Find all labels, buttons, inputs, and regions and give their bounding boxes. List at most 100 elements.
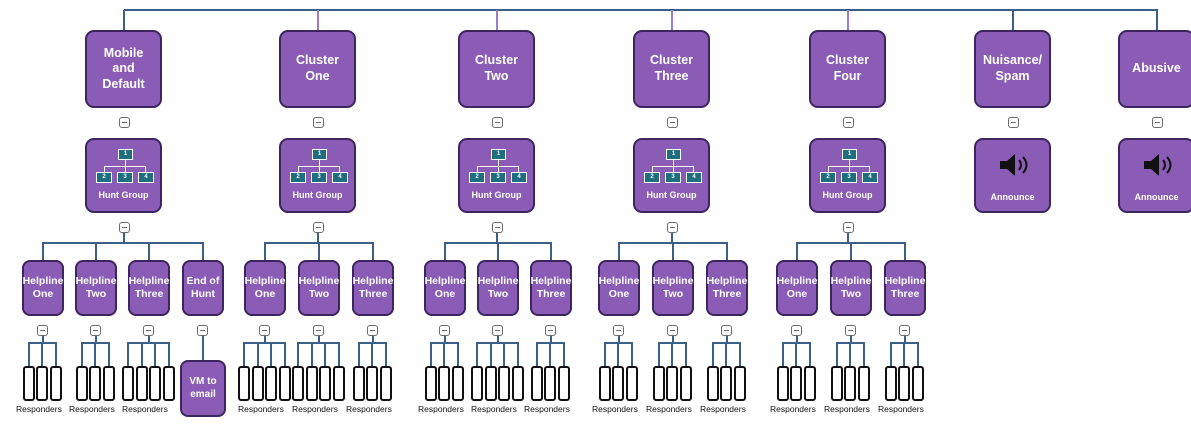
collapse-icon[interactable]: [143, 325, 154, 336]
helpline-node[interactable]: Helpline Two: [477, 260, 519, 316]
phone-icon: [511, 366, 524, 401]
connector-line: [123, 233, 125, 243]
collapse-icon[interactable]: [899, 325, 910, 336]
helpline-node[interactable]: Helpline Three: [706, 260, 748, 316]
phone-icon: [238, 366, 250, 401]
helpline-node[interactable]: Helpline Two: [298, 260, 340, 316]
collapse-icon[interactable]: [1008, 117, 1019, 128]
collapse-icon[interactable]: [119, 222, 130, 233]
group-node-5[interactable]: Cluster Four: [809, 30, 886, 108]
connector-line: [94, 342, 97, 367]
collapse-icon[interactable]: [492, 222, 503, 233]
group-node-6[interactable]: Nuisance/ Spam: [974, 30, 1051, 108]
hunt-group-label: Hunt Group: [292, 189, 343, 200]
phone-icon: [830, 366, 843, 401]
collapse-icon[interactable]: [367, 325, 378, 336]
phone-icon: [305, 366, 318, 401]
collapse-icon[interactable]: [845, 325, 856, 336]
helpline-node[interactable]: Helpline One: [424, 260, 466, 316]
collapse-icon[interactable]: [843, 222, 854, 233]
collapse-icon[interactable]: [667, 222, 678, 233]
collapse-icon[interactable]: [613, 325, 624, 336]
vm-to-email-node[interactable]: VM to email: [180, 360, 226, 417]
connector-line: [42, 336, 44, 343]
connector-line: [264, 242, 266, 260]
collapse-icon[interactable]: [721, 325, 732, 336]
announce-node[interactable]: Announce: [1118, 138, 1191, 213]
hunt-link-line: [672, 160, 674, 166]
group-node-7[interactable]: Abusive: [1118, 30, 1191, 108]
collapse-icon[interactable]: [37, 325, 48, 336]
group-node-1[interactable]: Mobile and Default: [85, 30, 162, 108]
helpline-node[interactable]: Helpline Two: [652, 260, 694, 316]
phone-icon: [720, 366, 733, 401]
connector-line: [270, 342, 272, 367]
collapse-icon[interactable]: [667, 325, 678, 336]
connector-line: [54, 342, 57, 367]
connector-line: [127, 342, 129, 367]
collapse-icon[interactable]: [1152, 117, 1163, 128]
group-node-2[interactable]: Cluster One: [279, 30, 356, 108]
helpline-node[interactable]: Helpline One: [244, 260, 286, 316]
phone-icon: [471, 366, 483, 401]
collapse-icon[interactable]: [791, 325, 802, 336]
connector-line: [95, 336, 97, 343]
connector-line: [371, 342, 374, 367]
group-node-4[interactable]: Cluster Three: [633, 30, 710, 108]
collapse-icon[interactable]: [492, 325, 503, 336]
responders-label: Responders: [770, 404, 816, 414]
helpline-node[interactable]: Helpline One: [776, 260, 818, 316]
hunt-link-line: [497, 160, 499, 166]
collapse-icon[interactable]: [313, 117, 324, 128]
connector-line: [904, 242, 906, 260]
phone-icon: [424, 366, 437, 401]
collapse-icon[interactable]: [667, 117, 678, 128]
phone-icon: [844, 366, 857, 401]
collapse-icon[interactable]: [545, 325, 556, 336]
helpline-node[interactable]: Helpline Three: [352, 260, 394, 316]
collapse-icon[interactable]: [259, 325, 270, 336]
connector-line: [243, 342, 245, 367]
connector-line: [1156, 10, 1158, 30]
speaker-icon: [1000, 154, 1028, 176]
collapse-icon[interactable]: [90, 325, 101, 336]
collapse-icon[interactable]: [197, 325, 208, 336]
helpline-node[interactable]: Helpline Two: [75, 260, 117, 316]
collapse-icon[interactable]: [313, 222, 324, 233]
connector-line: [711, 342, 714, 367]
responders-label: Responders: [524, 404, 570, 414]
phone-icon: [911, 366, 924, 401]
collapse-icon[interactable]: [439, 325, 450, 336]
group-node-3[interactable]: Cluster Two: [458, 30, 535, 108]
connector-line: [849, 342, 852, 367]
collapse-icon[interactable]: [843, 117, 854, 128]
connector-line: [603, 342, 606, 367]
helpline-node[interactable]: Helpline Three: [128, 260, 170, 316]
helpline-node[interactable]: Helpline One: [598, 260, 640, 316]
connector-line: [80, 342, 83, 367]
helpline-node[interactable]: Helpline One: [22, 260, 64, 316]
connector-line: [297, 342, 299, 367]
connector-line: [154, 342, 156, 367]
announce-node[interactable]: Announce: [974, 138, 1051, 213]
connector-line: [657, 342, 660, 367]
responders-label: Responders: [69, 404, 115, 414]
hunt-link-line: [298, 166, 299, 172]
helpline-node[interactable]: Helpline Two: [830, 260, 872, 316]
helpline-node[interactable]: End of Hunt: [182, 260, 224, 316]
collapse-icon[interactable]: [119, 117, 130, 128]
helpline-node[interactable]: Helpline Three: [884, 260, 926, 316]
collapse-icon[interactable]: [492, 117, 503, 128]
collapse-icon[interactable]: [313, 325, 324, 336]
connector-line: [835, 342, 838, 367]
helpline-node[interactable]: Helpline Three: [530, 260, 572, 316]
connector-line: [725, 342, 728, 367]
phone-icon: [484, 366, 497, 401]
